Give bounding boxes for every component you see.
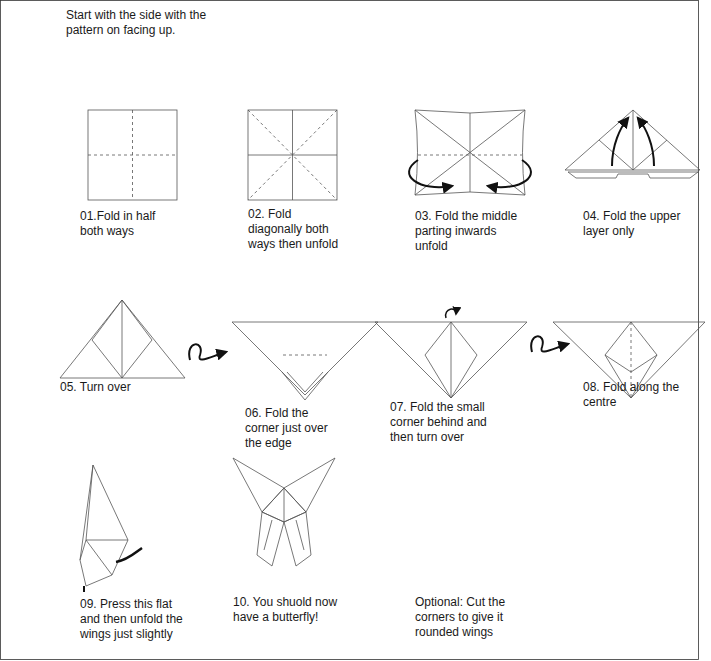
page-frame [1, 1, 699, 660]
step-caption: 05. Turn over [60, 380, 170, 395]
step-3-shape [409, 110, 531, 195]
step-caption: 03. Fold the middle parting inwards unfo… [415, 209, 527, 254]
step-1-square [88, 110, 177, 200]
turn-over-arrow [531, 336, 568, 352]
step-5-triangle [60, 300, 185, 378]
step-7-triangle [375, 309, 527, 398]
step-caption: 04. Fold the upper layer only [583, 209, 688, 239]
step-caption: Optional: Cut the corners to give it rou… [415, 595, 527, 640]
step-caption: 08. Fold along the centre [583, 380, 688, 410]
step-caption: 09. Press this flat and then unfold the … [80, 597, 195, 642]
turn-over-arrow [189, 344, 226, 360]
step-caption: 06. Fold the corner just over the edge [245, 406, 345, 451]
step-caption: 07. Fold the small corner behind and the… [390, 400, 495, 445]
step-caption: 01.Fold in half both ways [80, 209, 170, 239]
step-caption: 10. You shuold now have a butterfly! [233, 595, 343, 625]
step-9-folded [80, 465, 142, 592]
step-caption: 02. Fold diagonally both ways then unfol… [248, 207, 340, 252]
step-6-triangle [232, 322, 378, 400]
step-2-square [248, 110, 337, 200]
step-4-triangle [565, 110, 700, 178]
instruction-note: Start with the side with the pattern on … [66, 8, 216, 38]
butterfly [233, 458, 335, 566]
